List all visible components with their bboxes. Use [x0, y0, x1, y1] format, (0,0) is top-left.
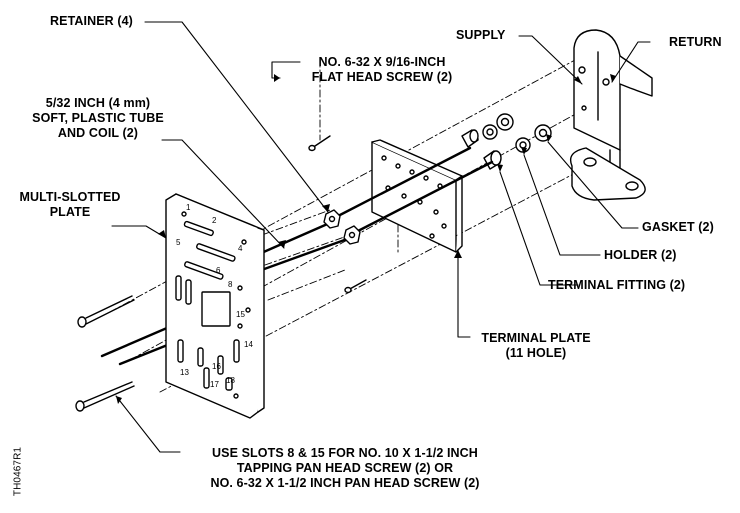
plastic-tube-label-line3: AND COIL (2): [57, 126, 139, 140]
slot-usage-note: USE SLOTS 8 & 15 FOR NO. 10 X 1-1/2 INCH…: [150, 446, 540, 491]
multi-slotted-plate-label-line1: MULTI-SLOTTED: [19, 190, 121, 204]
pan-head-screws: [75, 295, 135, 412]
retainers: [323, 209, 361, 245]
flat-head-screw-label: NO. 6-32 X 9/16-INCH FLAT HEAD SCREW (2): [282, 55, 482, 85]
return-label: RETURN: [669, 35, 722, 49]
slot-usage-note-line3: NO. 6-32 X 1-1/2 INCH PAN HEAD SCREW (2): [210, 476, 480, 490]
retainer-label: RETAINER (4): [50, 14, 133, 28]
slot-number: 2: [212, 216, 217, 225]
terminal-plate-label-line2: (11 HOLE): [505, 346, 567, 360]
plastic-tube-label: 5/32 INCH (4 mm) SOFT, PLASTIC TUBE AND …: [28, 96, 168, 141]
flat-head-screw-label-line1: NO. 6-32 X 9/16-INCH: [318, 55, 446, 69]
flat-head-screws: [308, 135, 367, 294]
terminal-fittings: [461, 129, 502, 170]
arrowheads: [116, 74, 616, 404]
slot-number: 17: [210, 380, 219, 389]
plastic-tube-label-line1: 5/32 INCH (4 mm): [45, 96, 151, 110]
flat-head-screw-label-line2: FLAT HEAD SCREW (2): [311, 70, 453, 84]
multi-slotted-plate: [165, 193, 265, 419]
slot-number: 14: [244, 340, 253, 349]
slot-number: 13: [180, 368, 189, 377]
multi-slotted-plate-label-line2: PLATE: [49, 205, 91, 219]
slot-number: 4: [238, 244, 243, 253]
supply-label: SUPPLY: [456, 28, 506, 42]
slot-number: 8: [228, 280, 233, 289]
plastic-tube-label-line2: SOFT, PLASTIC TUBE: [32, 111, 164, 125]
terminal-plate-label: TERMINAL PLATE (11 HOLE): [466, 331, 606, 361]
document-id: TH0467R1: [12, 446, 24, 497]
slot-number: 5: [176, 238, 181, 247]
slot-usage-note-line2: TAPPING PAN HEAD SCREW (2) OR: [236, 461, 454, 475]
slot-number: 15: [236, 310, 245, 319]
slot-usage-note-line1: USE SLOTS 8 & 15 FOR NO. 10 X 1-1/2 INCH: [212, 446, 478, 460]
terminal-plate: [371, 139, 463, 253]
slot-number: 6: [216, 266, 221, 275]
slot-number: 16: [212, 362, 221, 371]
terminal-plate-label-line1: TERMINAL PLATE: [481, 331, 591, 345]
slot-number: 18: [226, 376, 235, 385]
slot-number: 1: [186, 203, 191, 212]
multi-slotted-plate-label: MULTI-SLOTTED PLATE: [10, 190, 130, 220]
terminal-fitting-label: TERMINAL FITTING (2): [548, 278, 686, 292]
gaskets: [496, 113, 552, 142]
holder-label: HOLDER (2): [604, 248, 677, 262]
gasket-label: GASKET (2): [642, 220, 714, 234]
mounting-bracket: [569, 29, 653, 201]
leader-lines: [111, 21, 651, 453]
